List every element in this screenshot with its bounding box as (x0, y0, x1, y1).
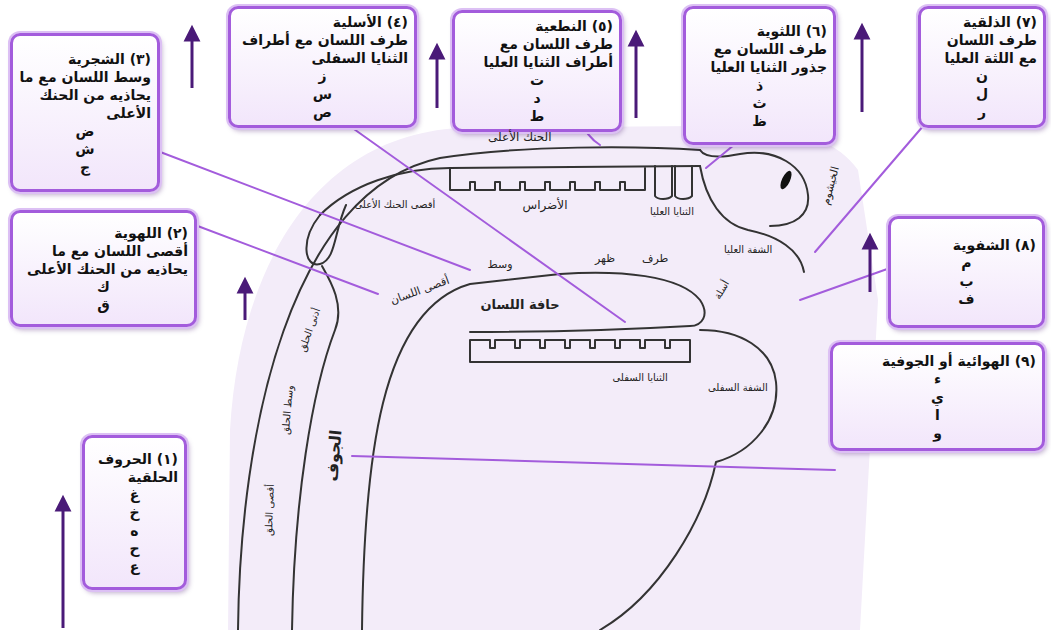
letter: ل (927, 85, 1037, 103)
leader-line (800, 268, 890, 300)
arrow-head (864, 236, 876, 248)
leader-line (330, 112, 625, 322)
part-label: الثنايا السفلى (613, 372, 668, 384)
up-arrow (861, 36, 864, 112)
box-heading: (٦) اللثوية (692, 22, 827, 40)
part-label: ظهر (595, 252, 615, 265)
arrow-head (239, 280, 251, 292)
arrow-head (57, 498, 69, 510)
palate-outline (238, 147, 700, 630)
category-box: (٩) الهوائية أو الجوفيةءياو (830, 342, 1045, 451)
letter: ء (839, 370, 1036, 388)
up-arrow (635, 43, 638, 118)
category-box: (٣) الشجريةوسط اللسان مع ما يحاذيه من ال… (10, 33, 160, 192)
letter: ط (461, 107, 613, 125)
upper-molars (450, 168, 645, 190)
box-description: طرف اللسان مع أطراف الثنايا السفلى (237, 31, 408, 67)
letter: ث (692, 94, 827, 112)
letter: ش (19, 140, 151, 158)
category-box: (٧) الذلقيةطرف اللسان مع اللثة العليانلر (918, 6, 1046, 128)
box-description: طرف اللسان مع جذور الثنايا العليا (692, 40, 827, 76)
letter: خ (91, 504, 178, 522)
letter: ص (237, 103, 408, 121)
part-label: طرف (642, 252, 668, 265)
arrow-head (856, 26, 868, 38)
letter: ه (91, 522, 178, 540)
up-arrow (244, 290, 247, 320)
letter: ز (237, 67, 408, 85)
box-heading: (٥) النطعية (461, 17, 613, 35)
letter: ر (927, 103, 1037, 121)
box-heading: (٣) الشجرية (19, 50, 151, 68)
lower-lip-jaw (600, 330, 776, 630)
up-arrow (191, 38, 194, 88)
letter: ح (91, 540, 178, 558)
letter: ذ (692, 76, 827, 94)
letter: ظ (692, 112, 827, 130)
letter: ج (19, 158, 151, 176)
arrow-head (630, 33, 642, 45)
box-description: وسط اللسان مع ما يحاذيه من الحنك الأعلى (19, 68, 151, 122)
part-label: الحنك الأعلى (488, 130, 552, 144)
category-box: (٦) اللثويةطرف اللسان مع جذور الثنايا ال… (683, 6, 836, 145)
arrow-head (431, 46, 443, 58)
box-heading: (٩) الهوائية أو الجوفية (839, 352, 1036, 370)
box-description: طرف اللسان مع اللثة العليا (927, 31, 1037, 67)
category-box: (٤) الأسليةطرف اللسان مع أطراف الثنايا ا… (228, 6, 417, 128)
palate-inner (320, 166, 700, 215)
box-heading: (٧) الذلقية (927, 13, 1037, 31)
category-box: (٢) اللهويةأقصى اللسان مع ما يحاذيه من ا… (10, 210, 197, 327)
category-box: (٥) النطعيةطرف اللسان مع أطراف الثنايا ا… (452, 10, 622, 132)
uvula (306, 205, 346, 264)
part-label: الأضراس (523, 198, 568, 212)
box-description: طرف اللسان مع أطراف الثنايا العليا (461, 35, 613, 71)
up-arrow (869, 246, 872, 292)
arrow-head (186, 28, 198, 40)
part-label: وسط (488, 258, 513, 271)
part-label: أقصى الحلق (263, 484, 277, 536)
lower-teeth (470, 340, 690, 362)
letter: ع (91, 558, 178, 576)
letter: س (237, 85, 408, 103)
letter: ك (19, 278, 188, 296)
box-heading: (٤) الأسلية (237, 13, 408, 31)
tongue (362, 273, 705, 630)
nostril (778, 169, 794, 191)
letter: م (897, 254, 1036, 272)
category-box: (٨) الشفويةمبف (888, 216, 1045, 328)
up-arrow (436, 56, 439, 108)
up-arrow (62, 508, 65, 628)
upper-lip (700, 166, 804, 272)
letter: ت (461, 71, 613, 89)
nose (700, 150, 808, 226)
letter: غ (91, 486, 178, 504)
letter: ق (19, 296, 188, 314)
category-box: (١) الحروف الحلقيةغخهحع (82, 435, 187, 590)
part-label: أقصى الحنك الأعلى (355, 199, 436, 211)
part-label: حافة اللسان (481, 297, 560, 313)
part-label: الثنايا العليا (650, 206, 694, 218)
letter: ف (897, 290, 1036, 308)
letter: ي (839, 388, 1036, 406)
part-label: الشفة السفلى (708, 382, 768, 394)
mouth-background (228, 126, 878, 630)
box-heading: (٢) اللهوية (19, 224, 188, 242)
box-heading: (١) الحروف الحلقية (91, 450, 178, 486)
letter: ن (927, 67, 1037, 85)
upper-incisors (655, 166, 692, 199)
box-heading: (٨) الشفوية (897, 236, 1036, 254)
leader-line (155, 150, 470, 270)
part-label: الشفة العليا (724, 244, 772, 256)
letter: ب (897, 272, 1036, 290)
letter: و (839, 424, 1036, 442)
letter: ض (19, 122, 151, 140)
letter: ا (839, 406, 1036, 424)
letter: د (461, 89, 613, 107)
leader-line (352, 456, 835, 470)
leader-line (195, 225, 378, 294)
box-description: أقصى اللسان مع ما يحاذيه من الحنك الأعلى (19, 242, 188, 278)
